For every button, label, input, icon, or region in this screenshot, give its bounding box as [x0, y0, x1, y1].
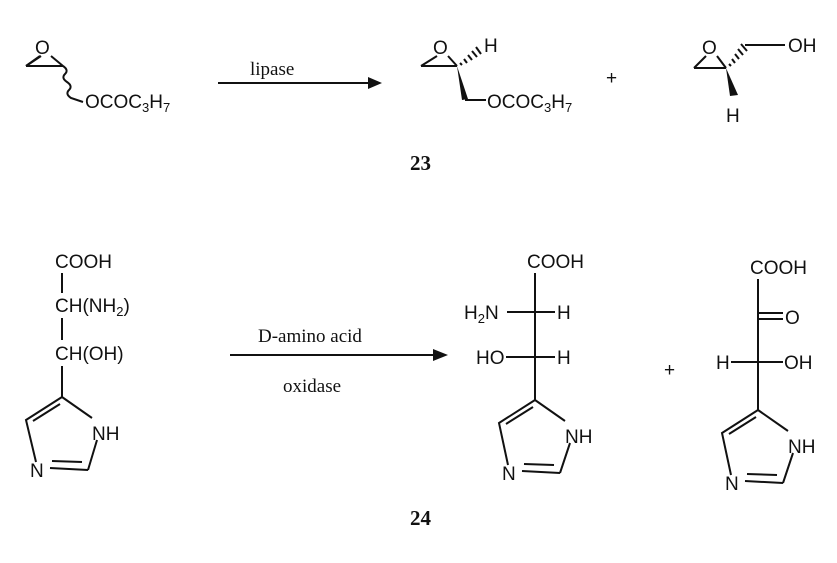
carboxyl-label: COOH — [527, 252, 584, 273]
reagent-lipase: lipase — [250, 59, 294, 80]
ring-nh-label: NH — [92, 424, 119, 445]
amino-label: H2N — [464, 303, 499, 326]
bond — [716, 55, 727, 69]
ring-bond — [534, 399, 566, 422]
product-23: O H OCOC3H7 — [420, 36, 572, 115]
wedge-bond — [457, 66, 468, 100]
hashed-bond — [459, 46, 482, 66]
reagent-line-1: D-amino acid — [258, 326, 362, 347]
hydroxyl-label: HO — [476, 348, 505, 369]
carboxyl-label: COOH — [750, 258, 807, 279]
epoxide-oxygen: O — [35, 38, 50, 59]
ester-group: OCOC3H7 — [487, 92, 572, 115]
compound-label-24: 24 — [410, 506, 432, 530]
hydrogen-label: H — [716, 353, 730, 374]
ring-bond — [559, 442, 571, 474]
ring-bond — [87, 439, 98, 471]
glycidol: O OH H — [693, 36, 817, 127]
ring-n-label: N — [502, 464, 516, 485]
ester-group: OCOC3H7 — [85, 92, 170, 115]
bond — [420, 55, 438, 67]
hydrogen-label: H — [557, 303, 571, 324]
racemic-glycidyl-butyrate: O OCOC3H7 — [25, 38, 170, 115]
ring-bond — [521, 470, 561, 474]
plus-sign: + — [606, 68, 617, 89]
keto-oxygen-label: O — [785, 308, 800, 329]
double-bond — [523, 463, 555, 466]
hydroxyl-label: OH — [788, 36, 817, 57]
bond — [447, 55, 458, 67]
hashed-bond — [728, 43, 748, 67]
ring-n-label: N — [30, 461, 44, 482]
wedge-bond — [726, 68, 738, 96]
ring-bond — [757, 409, 789, 432]
bond — [693, 55, 707, 69]
double-bond — [32, 403, 61, 422]
reagent-line-2: oxidase — [283, 376, 341, 397]
ring-bond — [497, 399, 536, 466]
ring-n-label: N — [725, 474, 739, 495]
ring-bond — [61, 396, 93, 419]
double-bond — [51, 460, 83, 463]
keto-acid-product: COOH O H OH NH N — [716, 258, 815, 495]
hydrogen-label: H — [484, 36, 498, 57]
bond — [25, 55, 41, 67]
amino-carbon-label: CH(NH2) — [55, 296, 130, 319]
ring-bond — [49, 467, 89, 471]
hydroxyhistidine-reactant: COOH CH(NH2) CH(OH) NH N — [24, 252, 130, 482]
ring-bond — [782, 452, 794, 484]
compound-label-23: 23 — [410, 151, 431, 175]
double-bond — [746, 473, 778, 476]
epoxide-oxygen: O — [702, 38, 717, 59]
hydroxyl-label: OH — [784, 353, 813, 374]
ring-bond — [744, 480, 784, 484]
plus-sign: + — [664, 360, 675, 381]
ring-nh-label: NH — [565, 427, 592, 448]
ring-nh-label: NH — [788, 437, 815, 458]
hydroxy-carbon-label: CH(OH) — [55, 344, 124, 365]
hydrogen-label: H — [557, 348, 571, 369]
arrow-head — [368, 77, 382, 89]
product-24: COOH H2N H HO H NH N — [464, 252, 592, 485]
arrow-head — [433, 349, 448, 361]
double-bond — [505, 406, 534, 425]
epoxide-oxygen: O — [433, 38, 448, 59]
bond — [50, 55, 64, 67]
ring-bond — [720, 409, 759, 476]
hydrogen-label: H — [726, 106, 740, 127]
ring-bond — [24, 396, 63, 463]
carboxyl-label: COOH — [55, 252, 112, 273]
wavy-bond — [62, 65, 84, 103]
double-bond — [728, 416, 757, 435]
